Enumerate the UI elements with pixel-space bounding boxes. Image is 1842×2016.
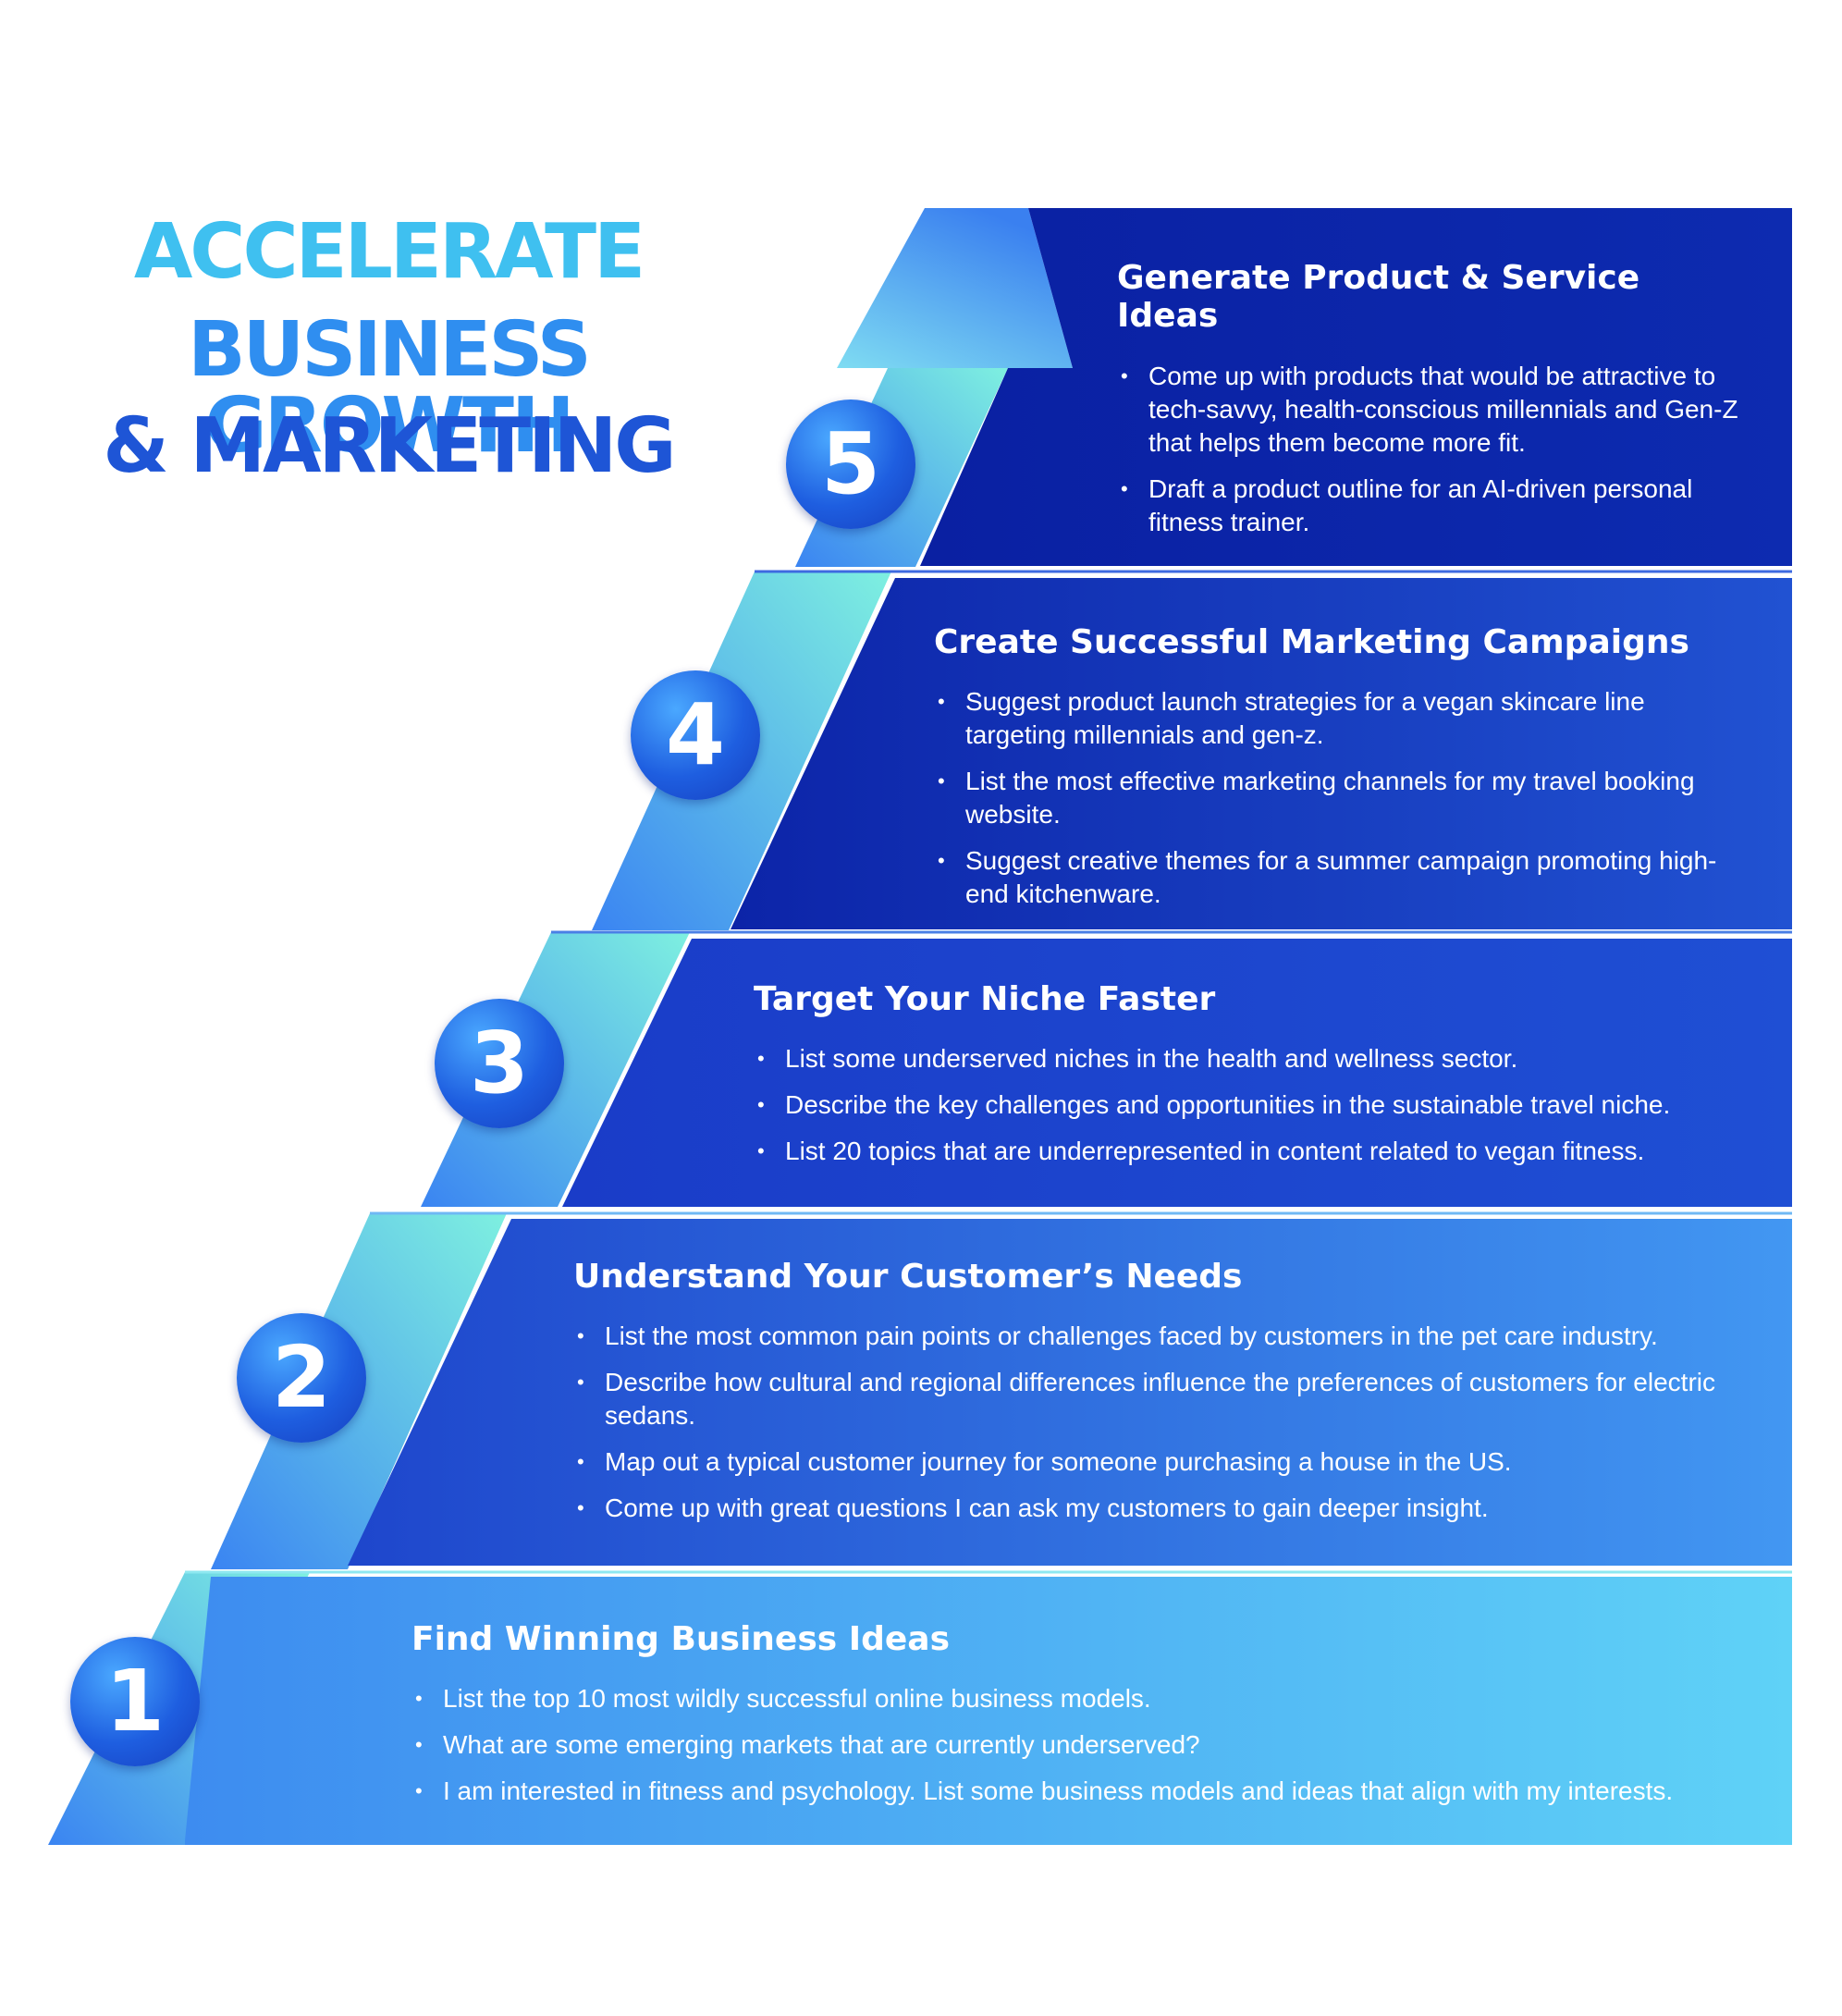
step-number-badge-3: 3: [435, 999, 564, 1128]
step-3-heading: Target Your Niche Faster: [754, 980, 1216, 1018]
step-3-bullets: List some underserved niches in the heal…: [754, 1042, 1771, 1168]
step-2-bullet-3: Map out a typical customer journey for s…: [573, 1445, 1766, 1479]
step-3-bullet-3: List 20 topics that are underrepresented…: [754, 1135, 1771, 1168]
step-number-badge-2: 2: [237, 1313, 366, 1443]
step-4-bullet-2: List the most effective marketing channe…: [934, 765, 1748, 831]
title-line-3: & MARKETING: [103, 402, 676, 490]
step-1-bullet-1: List the top 10 most wildly successful o…: [411, 1682, 1771, 1715]
arrow-head: [837, 208, 1073, 368]
step-2-bullet-4: Come up with great questions I can ask m…: [573, 1492, 1766, 1525]
step-2-bullets: List the most common pain points or chal…: [573, 1320, 1766, 1525]
step-4-bullets: Suggest product launch strategies for a …: [934, 685, 1748, 911]
step-5-bullet-1: Come up with products that would be attr…: [1117, 360, 1746, 460]
step-1-bullet-3: I am interested in fitness and psycholog…: [411, 1775, 1771, 1808]
title-line-1: ACCELERATE: [133, 208, 645, 296]
step-5-bullets: Come up with products that would be attr…: [1117, 360, 1746, 539]
step-5-heading: Generate Product & Service Ideas: [1117, 259, 1640, 336]
step-3-content: Target Your Niche Faster List some under…: [754, 980, 1771, 1181]
step-5-bullet-2: Draft a product outline for an AI-driven…: [1117, 473, 1746, 539]
step-3-bullet-2: Describe the key challenges and opportun…: [754, 1088, 1771, 1122]
step-1-bullets: List the top 10 most wildly successful o…: [411, 1682, 1771, 1808]
step-2-content: Understand Your Customer’s Needs List th…: [573, 1258, 1766, 1538]
step-number-badge-1: 1: [70, 1637, 200, 1766]
step-1-heading: Find Winning Business Ideas: [411, 1620, 951, 1658]
step-2-heading: Understand Your Customer’s Needs: [573, 1258, 1243, 1296]
step-number-badge-5: 5: [786, 400, 915, 529]
step-4-content: Create Successful Marketing Campaigns Su…: [934, 623, 1748, 924]
step-4-bullet-1: Suggest product launch strategies for a …: [934, 685, 1748, 752]
title-line-2: BUSINESS GROWTH: [188, 306, 592, 470]
step-1-bullet-2: What are some emerging markets that are …: [411, 1728, 1771, 1762]
step-5-content: Generate Product & Service Ideas Come up…: [1117, 259, 1746, 552]
step-1-content: Find Winning Business Ideas List the top…: [411, 1620, 1771, 1821]
step-4-heading: Create Successful Marketing Campaigns: [934, 623, 1689, 661]
step-2-bullet-1: List the most common pain points or chal…: [573, 1320, 1766, 1353]
step-2-bullet-2: Describe how cultural and regional diffe…: [573, 1366, 1766, 1432]
band-4: [731, 578, 1792, 929]
step-number-badge-4: 4: [631, 670, 760, 800]
step-4-bullet-3: Suggest creative themes for a summer cam…: [934, 844, 1748, 911]
step-3-bullet-1: List some underserved niches in the heal…: [754, 1042, 1771, 1076]
